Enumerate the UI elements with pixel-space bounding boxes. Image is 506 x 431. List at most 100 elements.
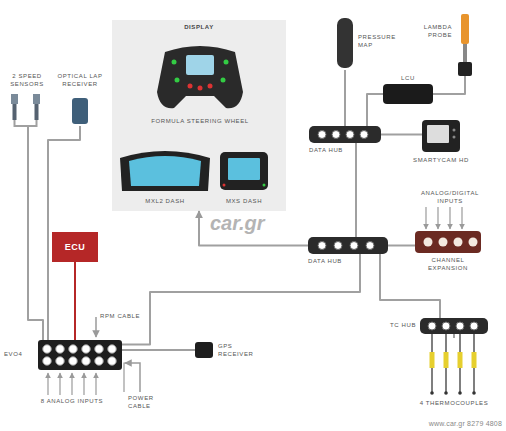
signal-label: 8 ANALOG INPUTS: [30, 398, 114, 406]
optical-receiver: [72, 98, 88, 124]
dash-screen: [228, 158, 260, 180]
cable-connector: [388, 245, 415, 247]
hub-port: [442, 322, 450, 330]
cable-connector: [367, 94, 383, 126]
dash-led: [263, 184, 266, 187]
device-label: MXS DASH: [214, 198, 274, 206]
rpm-cable: [95, 317, 97, 337]
hub-port: [318, 242, 326, 250]
device-label: OPTICAL LAP RECEIVER: [56, 73, 104, 89]
gps-module: GPS RECEIVER: [195, 342, 213, 358]
hub-port: [360, 131, 368, 139]
dash-display: MXS DASH: [218, 150, 270, 192]
device-label: LAMBDA PROBE: [410, 24, 452, 40]
signal-label: ANALOG/DIGITAL INPUTS: [412, 190, 488, 206]
cable-connector: [453, 334, 455, 338]
display-panel: [112, 20, 286, 211]
hub-port: [428, 322, 436, 330]
speed-sensor: [11, 94, 18, 104]
hub-port: [346, 131, 354, 139]
hub-port: [334, 242, 342, 250]
cable-connector: [381, 134, 422, 136]
hub-port: [454, 238, 463, 247]
thermocouples: 4 THERMOCOUPLES: [426, 338, 482, 396]
input-arrow: [47, 373, 48, 395]
hub-port: [350, 242, 358, 250]
box-label: ECU: [65, 242, 86, 252]
data-hub: [309, 126, 381, 143]
data-hub: DATA HUB: [309, 126, 381, 143]
hub-port: [424, 238, 433, 247]
pressure-sensor: PRESSURE MAP: [336, 18, 354, 70]
dash-body: [120, 151, 210, 191]
hub-port: [470, 322, 478, 330]
cable-connector: [380, 254, 440, 318]
evo4-ports: [43, 345, 117, 366]
dash-led: [223, 184, 226, 187]
speed-sensors: 2 SPEED SENSORS: [8, 94, 48, 126]
display-panel: DISPLAYFORMULA STEERING WHEELMXL2 DASHMX…: [112, 20, 286, 211]
camera: SMARTYCAM HD: [422, 120, 460, 152]
tc-hub: [420, 318, 488, 334]
wheel-button: [198, 86, 203, 91]
input-arrow: [449, 207, 450, 229]
evo4-unit: [38, 340, 122, 370]
power-cable: [124, 363, 125, 392]
lambda-connector: [458, 62, 472, 76]
lcu-box: LCU: [383, 84, 433, 104]
steering-wheel: FORMULA STEERING WHEEL: [155, 42, 245, 112]
device-label: SMARTYCAM HD: [411, 157, 471, 165]
lambda-cable: [463, 44, 467, 62]
cable-connector: [199, 211, 308, 246]
smartycam-button: [453, 129, 456, 132]
power-cable: [125, 363, 140, 392]
cable-connector: [122, 349, 195, 351]
thermocouples: [430, 334, 477, 395]
lap-receiver: OPTICAL LAP RECEIVER: [70, 96, 90, 126]
device-label: FORMULA STEERING WHEEL: [130, 118, 270, 126]
cable-connector: [74, 262, 76, 340]
smartycam-screen: [427, 125, 449, 143]
hub-port: [439, 238, 448, 247]
expansion-box: CHANNEL EXPANSION: [415, 231, 481, 253]
wheel-button: [224, 60, 229, 65]
channel-expansion: [415, 231, 481, 253]
device-label: TC HUB: [378, 322, 416, 330]
signal-label: POWER CABLE: [128, 395, 164, 411]
input-arrow: [59, 373, 60, 395]
wheel-screen: [186, 55, 214, 75]
pressure-sensor: [337, 18, 353, 68]
speed-sensor: [33, 94, 40, 104]
gps-module: [195, 342, 213, 358]
device-label: EVO4: [4, 351, 34, 359]
data-hub: DATA HUB: [308, 237, 388, 254]
speed-sensor: [13, 104, 17, 120]
lambda-probe: LAMBDA PROBE: [455, 14, 475, 76]
hub-port: [332, 131, 340, 139]
input-arrow: [437, 207, 438, 229]
wheel-button: [188, 84, 193, 89]
input-arrow: [71, 373, 72, 395]
hub-port: [318, 131, 326, 139]
input-arrow: [425, 207, 426, 229]
device-label: LCU: [383, 75, 433, 83]
lcu-box: [383, 84, 433, 104]
signal-label: RPM CABLE: [100, 313, 146, 321]
device-label: PRESSURE MAP: [358, 34, 400, 50]
cable-connector: [355, 143, 357, 237]
cable-connector: [122, 254, 360, 345]
logger-unit: EVO4: [38, 340, 122, 370]
watermark: www.car.gr 8279 4808: [340, 419, 502, 428]
lambda-probe: [461, 14, 469, 44]
device-label: GPS RECEIVER: [218, 343, 258, 359]
wheel-button: [221, 78, 226, 83]
wheel-button: [208, 84, 213, 89]
tc-hub: TC HUB: [420, 318, 488, 334]
watermark: car.gr: [210, 212, 290, 234]
dash-body: [220, 152, 268, 190]
speed-sensor: [35, 104, 39, 120]
sensor-wire: [15, 120, 37, 126]
device-label: DATA HUB: [308, 258, 352, 266]
hub-port: [456, 322, 464, 330]
